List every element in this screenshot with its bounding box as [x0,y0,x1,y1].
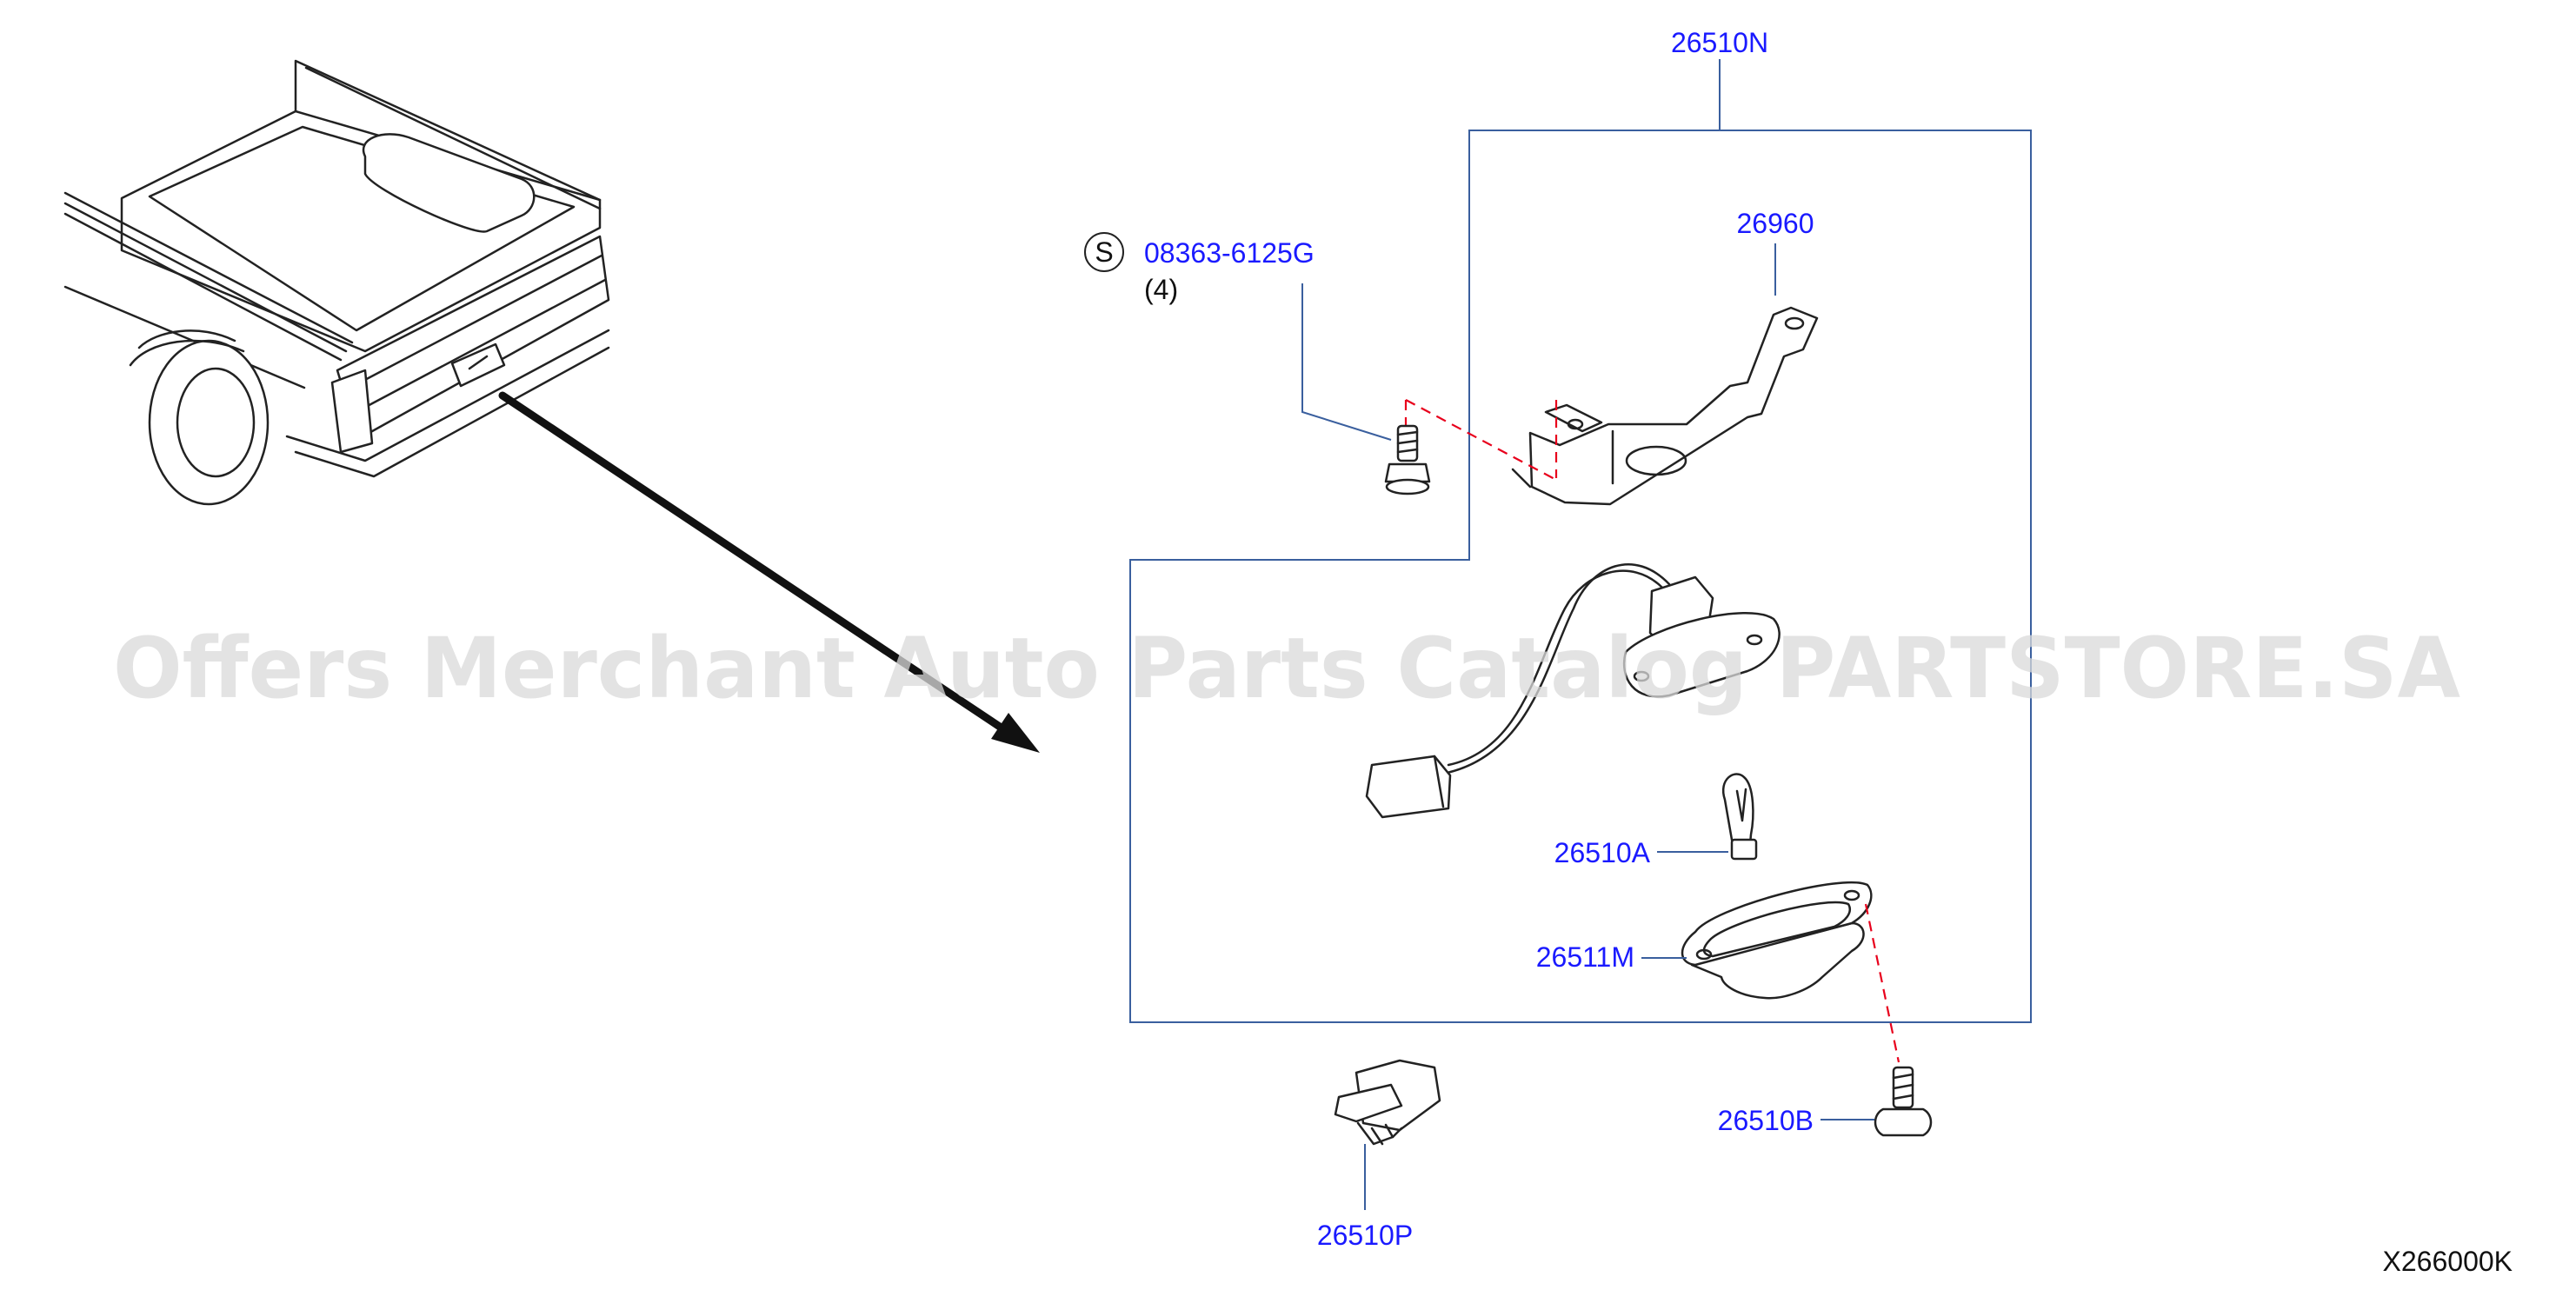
label-bracket: 26960 [1737,208,1814,239]
lamp-body-part [1681,881,1873,1000]
label-assembly: 26510N [1671,27,1768,58]
screw-part-26510B [1874,1066,1933,1137]
bracket-part [1511,306,1819,506]
label-standard-symbol: S [1095,236,1113,268]
diagram-id: X266000K [2383,1246,2513,1277]
label-screw-qty: (4) [1144,274,1178,305]
standard-part-symbol [1084,232,1124,272]
alignment-line-lamp-screw [1864,903,1900,1063]
label-lamp-body: 26511M [1536,941,1634,973]
bulb-part [1721,773,1758,861]
assembly-frame [1129,130,2032,1023]
label-bulb: 26510A [1554,837,1651,868]
label-screw-code: 08363-6125G [1144,237,1315,269]
lamp-harness [1365,562,1781,819]
truck-illustration [63,59,610,506]
clip-part [1334,1059,1441,1146]
pointer-arrow [498,391,1040,753]
watermark-text: Offers Merchant Auto Parts Catalog PARTS… [113,620,2460,717]
label-clip: 26510P [1317,1220,1413,1251]
label-screw: 26510B [1718,1105,1814,1136]
screw-part-08363 [1384,424,1431,495]
